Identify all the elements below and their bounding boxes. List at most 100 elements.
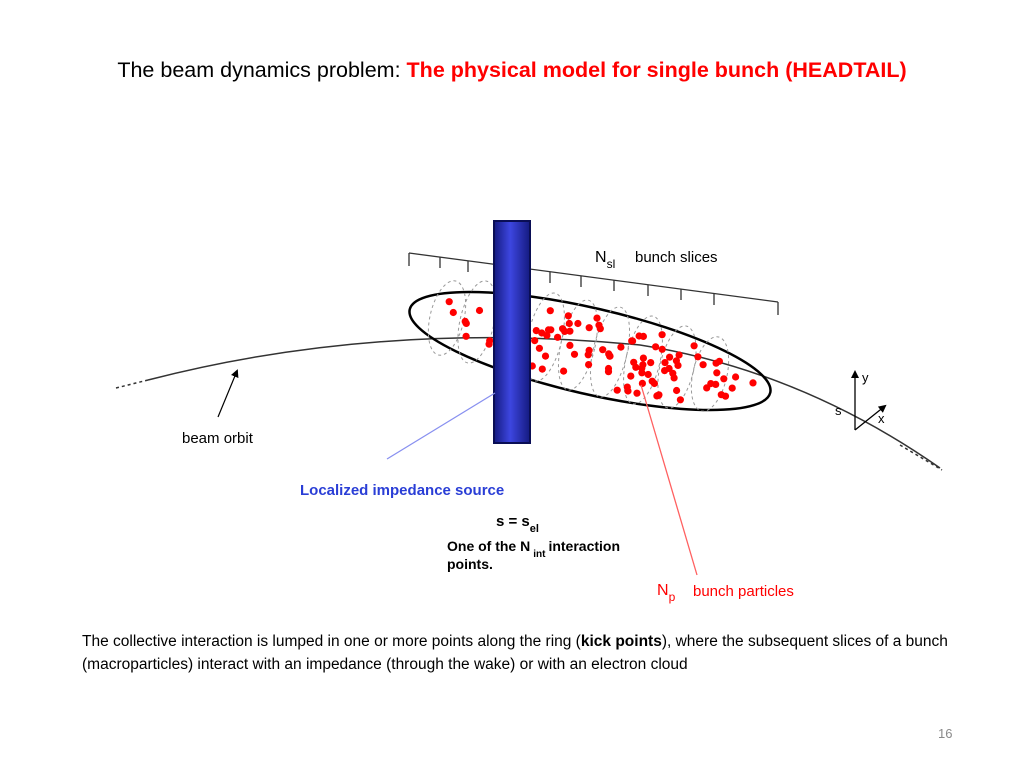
axis-s-label: s	[835, 403, 842, 418]
particle-dot	[546, 307, 554, 315]
beam-orbit-dashed-right	[899, 444, 943, 471]
n-p-label: Np	[657, 582, 676, 604]
particle-dot	[605, 350, 613, 358]
particle-dot	[732, 373, 740, 381]
particle-dot	[599, 346, 607, 354]
slice-outlines	[427, 280, 730, 412]
title-prefix: The beam dynamics problem:	[117, 58, 401, 82]
particle-dot	[561, 327, 569, 335]
particle-dot	[554, 333, 562, 341]
bunch-outline	[408, 290, 772, 412]
caption-part1: The collective interaction is lumped in …	[82, 633, 581, 650]
particle-dot	[617, 343, 625, 351]
particle-dot	[566, 341, 574, 349]
particle-dot	[672, 357, 681, 365]
particle-dot	[639, 354, 648, 362]
particle-dot	[565, 319, 573, 328]
particle-dot	[486, 337, 494, 345]
particle-dot	[670, 374, 678, 382]
caption-text: The collective interaction is lumped in …	[82, 630, 952, 676]
n-sl-label: Nsl	[595, 249, 615, 271]
interaction-label-line2: points.	[447, 556, 493, 572]
particle-dot	[445, 298, 453, 306]
particle-dot	[650, 379, 659, 388]
particle-dot	[644, 370, 652, 379]
particle-dot	[593, 314, 601, 322]
particle-dot	[613, 386, 621, 394]
particle-dot	[535, 344, 544, 352]
particle-dot	[630, 358, 638, 366]
particle-dot	[461, 317, 469, 325]
axis-y-label: y	[862, 370, 869, 385]
interaction-label-line1: One of the Nintinteraction	[447, 538, 620, 560]
bunch-particles-label: bunch particles	[693, 583, 794, 600]
particle-dot	[720, 375, 728, 383]
particle-group	[445, 298, 757, 404]
particle-dot	[544, 326, 553, 334]
particle-dot	[449, 308, 457, 317]
particle-dot	[658, 345, 666, 353]
particle-dot	[585, 346, 593, 354]
particle-dot	[676, 396, 685, 404]
particle-dot	[564, 312, 572, 320]
particle-dot	[538, 329, 546, 337]
particle-dot	[538, 365, 546, 373]
particle-dot	[541, 352, 550, 360]
particle-dot	[604, 368, 613, 376]
particle-dot	[665, 364, 673, 373]
particle-dot	[531, 337, 539, 345]
particle-dot	[690, 342, 698, 350]
beam-orbit-pointer	[217, 369, 239, 418]
particle-dot	[728, 384, 736, 392]
caption-bold: kick points	[580, 633, 662, 650]
particle-dot	[595, 321, 603, 329]
particle-dot	[570, 350, 579, 358]
particle-dot	[585, 324, 593, 332]
impedance-source-label: Localized impedance source	[300, 482, 504, 499]
particle-dot	[749, 379, 757, 387]
beam-orbit-label: beam orbit	[182, 430, 254, 447]
particle-dot	[574, 319, 582, 328]
particle-dot	[707, 380, 715, 388]
particle-dot	[717, 391, 725, 399]
particle-dot	[532, 327, 540, 335]
particle-dot	[627, 372, 635, 380]
particle-dot	[699, 361, 707, 369]
particle-dot	[566, 327, 574, 335]
particle-dot	[623, 383, 631, 391]
particle-dot	[638, 369, 646, 377]
particle-dot	[658, 331, 666, 339]
coordinate-axes	[851, 370, 887, 431]
particle-dot	[462, 332, 470, 340]
page-number: 16	[938, 726, 953, 741]
particle-dot	[629, 337, 637, 345]
particle-dot	[647, 359, 655, 367]
bunch-slices-label: bunch slices	[635, 249, 718, 266]
particle-dot	[585, 361, 593, 369]
slide-title: The beam dynamics problem: The physical …	[0, 58, 1024, 83]
particle-pointer-line	[640, 384, 698, 576]
particle-dot	[712, 359, 720, 367]
beam-orbit-line	[147, 336, 941, 469]
particle-dot	[638, 379, 647, 387]
axis-x-label: x	[878, 411, 885, 426]
particle-dot	[475, 306, 484, 315]
particle-dot	[673, 386, 681, 395]
s-equals-label: s = sel	[496, 513, 539, 535]
particle-dot	[694, 353, 702, 361]
particle-dot	[661, 359, 669, 367]
impedance-pointer-line	[386, 392, 496, 460]
title-highlight: The physical model for single bunch (HEA…	[406, 58, 907, 82]
particle-dot	[675, 351, 683, 359]
particle-dot	[666, 353, 674, 361]
particle-dot	[713, 369, 721, 377]
particle-dot	[633, 389, 641, 397]
impedance-source-bar	[493, 220, 531, 444]
particle-dot	[652, 343, 660, 351]
particle-dot	[655, 391, 663, 399]
particle-dot	[560, 367, 568, 375]
caption-part2: ), where the subsequent slices of a bunc…	[82, 633, 948, 673]
particle-dot	[639, 332, 648, 340]
beam-orbit-dashed-left	[115, 379, 149, 389]
